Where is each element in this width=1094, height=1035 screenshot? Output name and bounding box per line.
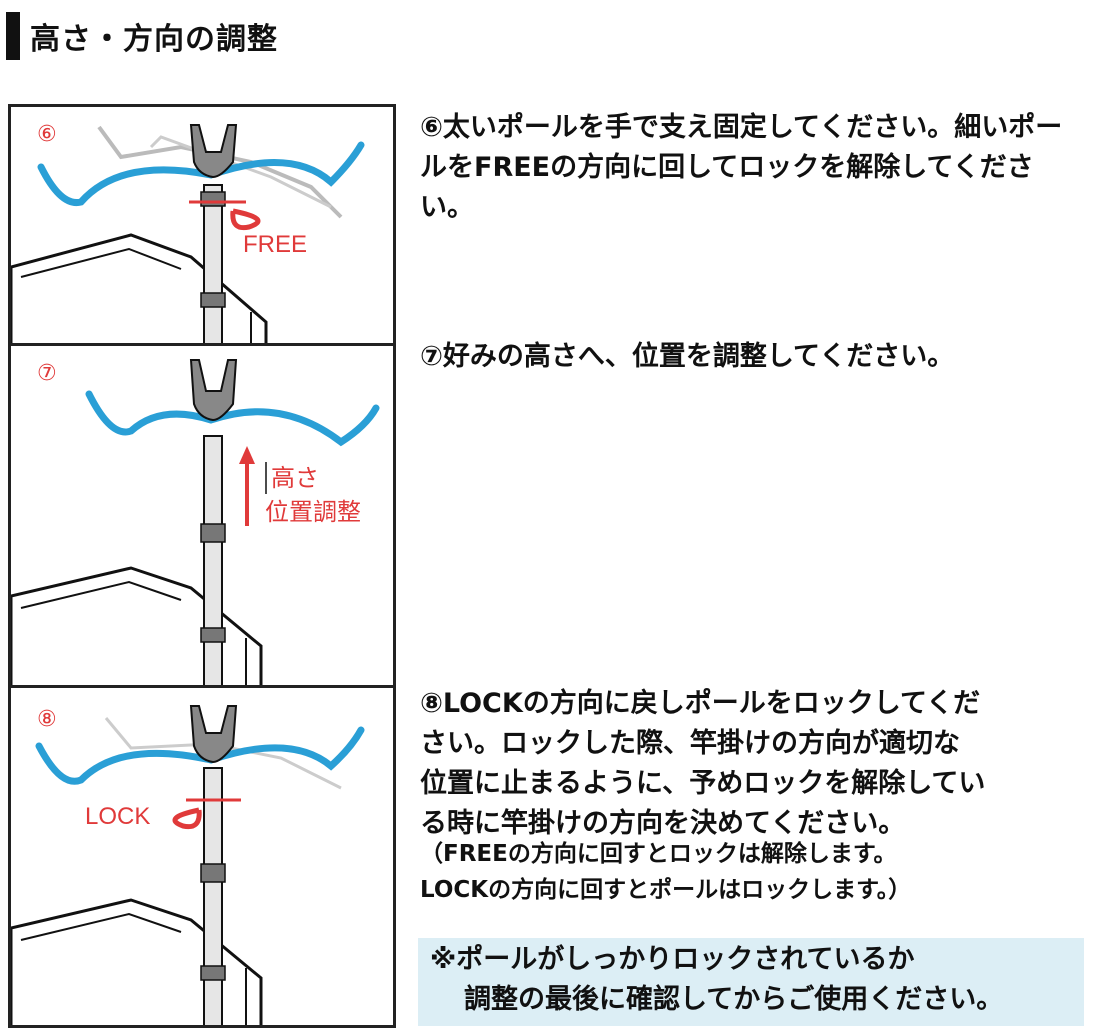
caution-line-1: ※ポールがしっかりロックされているか [430, 944, 915, 975]
illustration-step-8: ⑧ LOCK [8, 688, 396, 1028]
illustration-step-7: ⑦ 高さ 位置調整 [8, 346, 396, 688]
step-7-panel-label: ⑦ [37, 361, 57, 386]
step-8-note-line-2: LOCKの方向に回すとポールはロックします。） [420, 877, 912, 903]
step-8-note: （FREEの方向に回すとロックは解除します。 LOCKの方向に回すとポールはロッ… [420, 836, 911, 908]
step-8-text-line-4: る時に竿掛けの方向を決めてください。 [420, 808, 906, 839]
step-6-text: ⑥太いポールを手で支え固定してください。細いポールをFREEの方向に回してロック… [420, 112, 1063, 223]
step-8-text: ⑧LOCKの方向に戻しポールをロックしてくだ さい。ロックした際、竿掛けの方向が… [420, 684, 1090, 844]
caution-line-2: 調整の最後に確認してからご使用ください。 [464, 984, 1004, 1015]
step-8-panel-label: ⑧ [37, 707, 57, 732]
header-marker [6, 12, 20, 60]
step-6-panel-label: ⑥ [37, 122, 57, 147]
step-7-illustration: ⑦ 高さ 位置調整 [11, 359, 380, 685]
step-8-note-line-1: （FREEの方向に回すとロックは解除します。 [420, 841, 897, 867]
step-8-text-line-2: さい。ロックした際、竿掛けの方向が適切な [420, 728, 960, 759]
section-header: 高さ・方向の調整 [0, 10, 700, 60]
page-title: 高さ・方向の調整 [30, 22, 278, 57]
step-6-illustration: ⑥ FREE [11, 122, 365, 343]
step-8-text-line-3: 位置に止まるように、予めロックを解除してい [420, 768, 986, 799]
illustration-step-6: ⑥ FREE [8, 104, 396, 346]
step-6-arrow-label: FREE [243, 231, 307, 258]
step-8-illustration: ⑧ LOCK [11, 705, 365, 1025]
step-7-arrow-label-height: 高さ [271, 464, 319, 492]
caution-notice: ※ポールがしっかりロックされているか 調整の最後に確認してからご使用ください。 [418, 938, 1084, 1026]
step-8-arrow-label: LOCK [85, 803, 150, 830]
step-7-text: ⑦好みの高さへ、位置を調整してください。 [420, 341, 955, 372]
step-7-arrow-label-position: 位置調整 [265, 498, 361, 526]
step-8-text-line-1: ⑧LOCKの方向に戻しポールをロックしてくだ [420, 688, 981, 719]
